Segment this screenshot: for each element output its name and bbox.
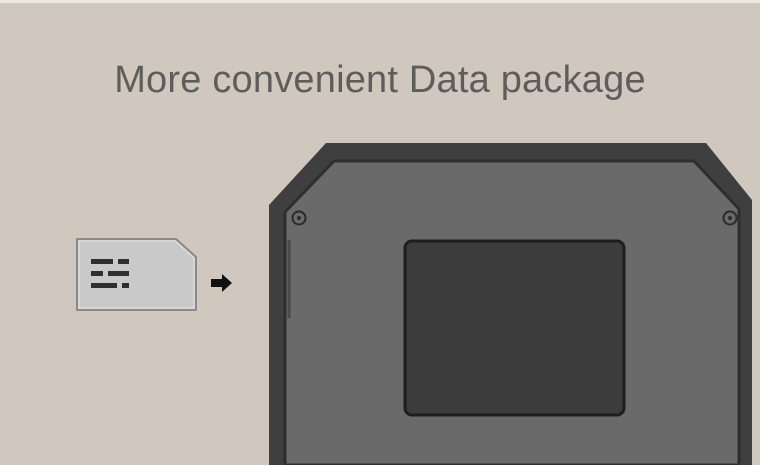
top-border xyxy=(0,0,760,3)
screw-right xyxy=(722,210,738,226)
banner-headline: More convenient Data package xyxy=(114,59,646,101)
screw-left xyxy=(291,210,307,226)
sim-card-icon xyxy=(76,238,197,311)
pocket-wifi-device xyxy=(269,143,752,465)
device-screen xyxy=(403,239,626,417)
arrow-right-icon xyxy=(211,274,232,292)
